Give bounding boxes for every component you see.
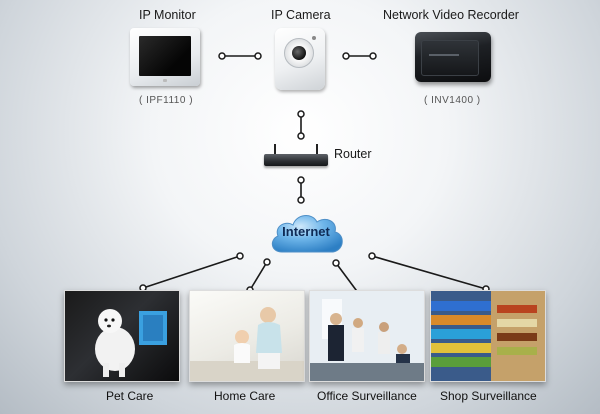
ip-monitor-model: ( IPF1110 ) (139, 95, 194, 106)
pet-care-label: Pet Care (106, 389, 154, 403)
nvr-front-panel (421, 40, 479, 76)
router-icon (264, 144, 328, 166)
link-node (332, 259, 340, 267)
router-label: Router (334, 147, 372, 161)
link-node (297, 176, 305, 184)
link-node (263, 258, 271, 266)
shop-surveillance-photo (430, 290, 546, 382)
ip-monitor-label: IP Monitor (139, 8, 196, 22)
office-surveillance-label: Office Surveillance (317, 389, 417, 403)
nvr-slot (429, 54, 459, 56)
router-antenna (274, 144, 276, 156)
link-node (369, 52, 377, 60)
link-node (297, 132, 305, 140)
nvr-icon (415, 32, 491, 82)
shop-scene (431, 291, 545, 381)
shop-surveillance-label: Shop Surveillance (440, 389, 537, 403)
home-care-photo (189, 290, 305, 382)
link-node (297, 110, 305, 118)
link-internet-petcare (142, 255, 241, 289)
link-node (368, 252, 376, 260)
pet-care-scene (95, 309, 167, 377)
home-care-scene (190, 307, 304, 381)
link-node (342, 52, 350, 60)
router-body (264, 154, 328, 166)
router-antenna (316, 144, 318, 156)
pet-care-photo (64, 290, 180, 382)
internet-cloud-icon: Internet (268, 208, 346, 260)
link-internet-shop (371, 255, 487, 290)
monitor-screen (139, 36, 191, 76)
link-node (218, 52, 226, 60)
link-node (254, 52, 262, 60)
office-surveillance-photo (309, 290, 425, 382)
nvr-label: Network Video Recorder (383, 8, 519, 22)
cloud-shape (271, 215, 343, 253)
camera-lens-ring (284, 38, 314, 68)
link-node (236, 252, 244, 260)
ip-monitor-icon (130, 28, 200, 86)
nvr-model: ( INV1400 ) (424, 95, 481, 106)
office-scene (310, 291, 424, 381)
ip-camera-label: IP Camera (271, 8, 331, 22)
link-node (297, 196, 305, 204)
monitor-button (163, 79, 167, 82)
link-internet-office (335, 262, 360, 295)
link-internet-homecare (249, 261, 268, 291)
ip-camera-icon (275, 28, 325, 90)
camera-led (312, 36, 316, 40)
camera-lens (292, 46, 306, 60)
home-care-label: Home Care (214, 389, 276, 403)
internet-label: Internet (282, 224, 330, 239)
